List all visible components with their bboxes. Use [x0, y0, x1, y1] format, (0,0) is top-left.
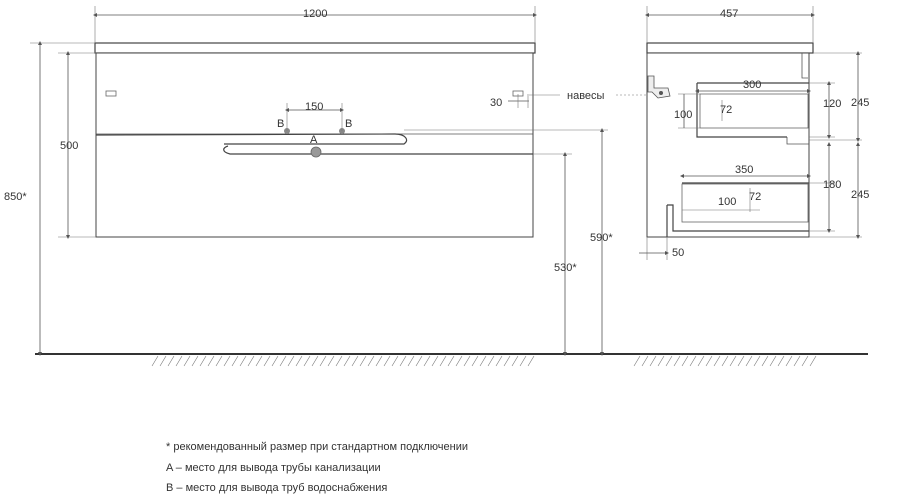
note-recommended: * рекомендованный размер при стандартном…	[166, 441, 468, 453]
front-countertop	[94, 42, 536, 54]
pipe-label-b-left: B	[277, 118, 284, 130]
dim-350: 350	[735, 164, 753, 176]
dim-30: 30	[490, 97, 502, 109]
dim-245-lower: 245	[851, 189, 869, 201]
hanger-label: навесы	[567, 90, 605, 102]
note-pipe-b: B – место для вывода труб водоснабжения	[166, 482, 388, 494]
dim-180: 180	[823, 179, 841, 191]
side-view: 457 300 72 100 120 245 350 72 100	[639, 6, 869, 260]
dim-100-upper: 100	[674, 109, 692, 121]
front-cabinet-body	[95, 52, 534, 238]
front-upper-drawer-edge	[95, 133, 408, 145]
dim-150: 150	[305, 101, 323, 113]
dim-245-upper: 245	[851, 97, 869, 109]
left-hanger-mark	[105, 90, 117, 97]
dim-72-lower: 72	[749, 191, 761, 203]
side-cabinet-body	[646, 52, 810, 238]
hanger-bracket-icon	[647, 75, 671, 99]
side-lower-drawer	[666, 182, 809, 237]
side-upper-drawer-inner	[699, 93, 809, 129]
dim-72-upper: 72	[720, 104, 732, 116]
pipe-a-icon	[310, 146, 322, 158]
dim-457: 457	[720, 8, 738, 20]
side-upper-drawer	[696, 82, 809, 138]
dim-1200: 1200	[303, 8, 327, 20]
dim-50: 50	[672, 247, 684, 259]
floor-hatching-right	[633, 355, 817, 367]
dim-500: 500	[60, 140, 78, 152]
floor-hatching-left	[151, 355, 535, 367]
dim-100-lower: 100	[718, 196, 736, 208]
dim-850: 850*	[4, 191, 27, 203]
pipe-label-a: A	[310, 134, 318, 146]
side-countertop	[646, 42, 814, 54]
dim-590: 590*	[590, 232, 613, 244]
side-lower-drawer-inner	[681, 183, 809, 223]
dim-120: 120	[823, 98, 841, 110]
pipe-label-b-right: B	[345, 118, 352, 130]
side-back-rail	[801, 53, 808, 79]
dim-530: 530*	[554, 262, 577, 274]
note-pipe-a: A – место для вывода трубы канализации	[166, 461, 381, 474]
side-lower-rail	[786, 137, 809, 145]
dim-300: 300	[743, 79, 761, 91]
notes: * рекомендованный размер при стандартном…	[166, 437, 468, 499]
front-handle-groove	[223, 145, 533, 155]
front-view: B B A 150 1200 850* 500 30 590*	[4, 6, 648, 356]
